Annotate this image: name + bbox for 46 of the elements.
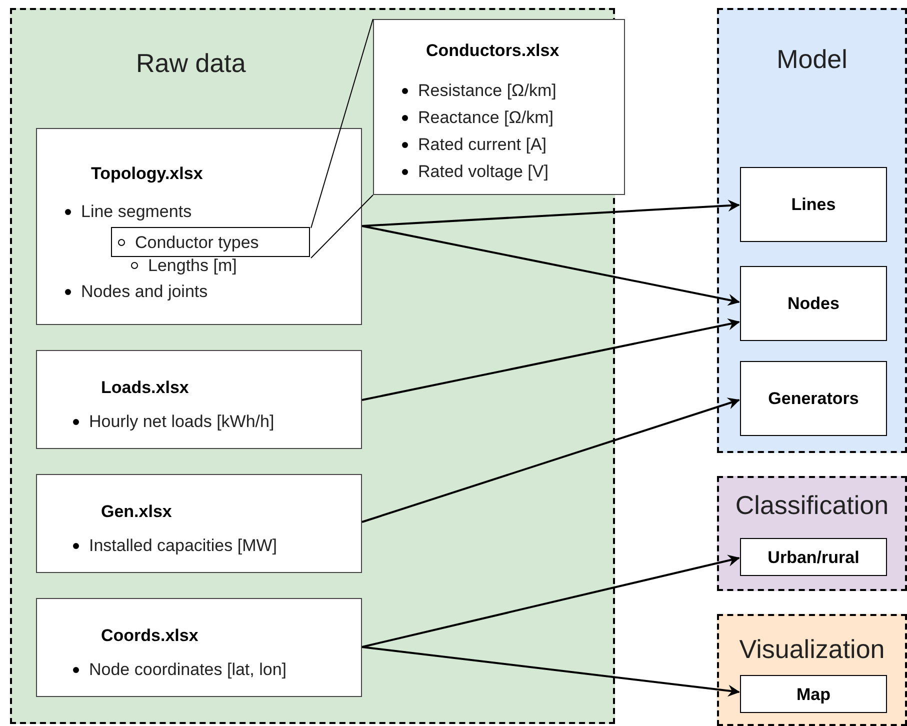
list-item: Conductor types (135, 234, 259, 250)
box-label: Nodes (788, 295, 840, 312)
callout-line (310, 18, 374, 258)
group-title: Raw data (136, 50, 246, 76)
list-item: Node coordinates [lat, lon] (73, 661, 287, 678)
file-box (740, 361, 887, 436)
file-name: Coords.xlsx (101, 627, 198, 644)
file-box (373, 19, 625, 195)
group-title: Classification (734, 492, 890, 518)
arrow (362, 200, 740, 227)
file-box (740, 538, 887, 576)
box-label: Urban/rural (768, 548, 860, 566)
list-item: Rated current [A] (402, 136, 547, 153)
arrow (362, 646, 740, 697)
file-name: Gen.xlsx (101, 503, 172, 520)
file-box (36, 474, 362, 573)
list-item: Lengths [m] (131, 257, 237, 274)
file-box (740, 675, 887, 713)
file-name: Conductors.xlsx (426, 42, 560, 59)
list-item: Line segments (65, 203, 192, 220)
box-label: Generators (768, 390, 859, 407)
list-item: Rated voltage [V] (402, 163, 548, 180)
arrow (362, 225, 740, 306)
group-title: Visualization (738, 636, 886, 662)
list-item: Resistance [Ω/km] (402, 82, 556, 99)
file-name: Topology.xlsx (91, 165, 203, 182)
arrow (362, 554, 740, 648)
file-name: Loads.xlsx (101, 379, 189, 396)
list-item: Installed capacities [MW] (73, 537, 278, 554)
group-title: Model (776, 46, 848, 72)
list-item: Reactance [Ω/km] (402, 109, 554, 126)
file-box (740, 266, 887, 341)
file-box (36, 350, 362, 449)
file-box (36, 598, 362, 697)
highlight-box (111, 227, 310, 257)
dashed-group (717, 476, 907, 591)
arrow (362, 318, 740, 401)
list-item: Nodes and joints (65, 283, 208, 300)
dashed-group (717, 614, 907, 726)
dashed-group (717, 8, 907, 453)
file-box (740, 167, 887, 242)
arrow (362, 398, 740, 523)
file-box (36, 128, 362, 325)
list-item: Hourly net loads [kWh/h] (73, 413, 274, 430)
box-label: Lines (791, 196, 836, 213)
box-label: Map (796, 686, 830, 702)
